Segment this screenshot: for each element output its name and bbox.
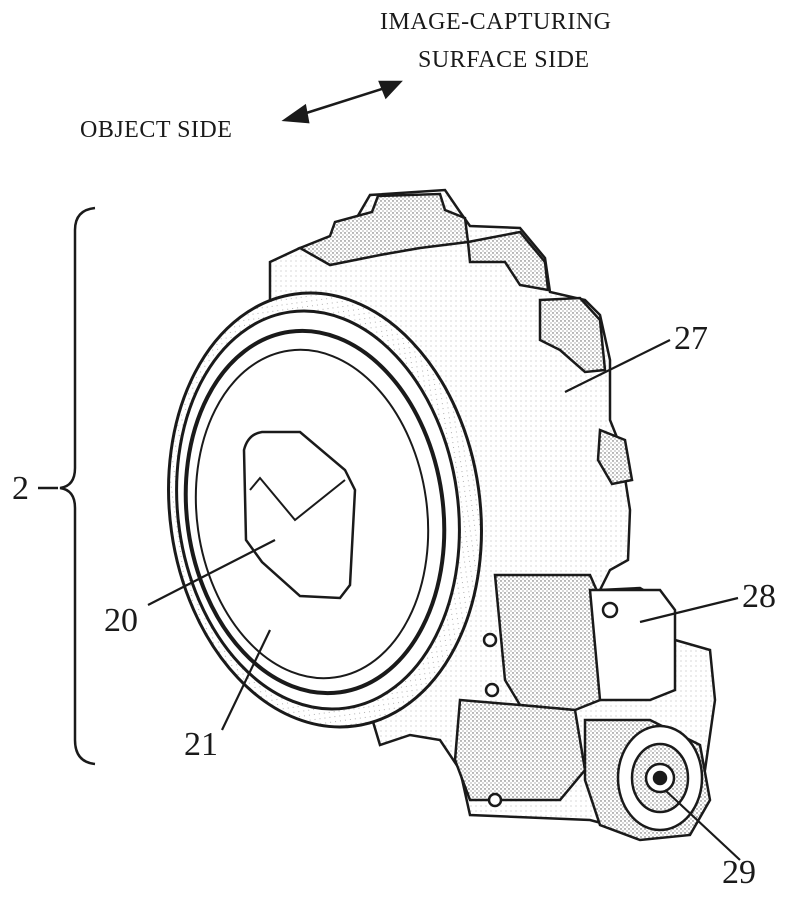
leader-lines xyxy=(147,339,741,861)
ref-20-label: 20 xyxy=(104,602,138,639)
leader-29 xyxy=(664,789,741,861)
motor-mount-block xyxy=(453,573,712,842)
leader-27 xyxy=(564,339,671,393)
object-side-label: OBJECT SIDE xyxy=(80,117,233,143)
ref-29-label: 29 xyxy=(722,854,756,891)
ref-28-label: 28 xyxy=(742,578,776,615)
direction-arrow xyxy=(281,80,403,124)
ref-2-label: 2 xyxy=(12,470,29,507)
leader-21 xyxy=(221,629,271,731)
image-capturing-side-label-line2: SURFACE SIDE xyxy=(418,47,590,73)
leader-28 xyxy=(639,596,739,624)
ref-27-label: 27 xyxy=(674,320,708,357)
assembly-bracket xyxy=(38,206,96,766)
ref-21-label: 21 xyxy=(184,726,218,763)
image-capturing-side-label-line1: IMAGE-CAPTURING xyxy=(380,9,612,35)
lens-opening xyxy=(242,430,357,600)
leader-20 xyxy=(147,539,276,606)
